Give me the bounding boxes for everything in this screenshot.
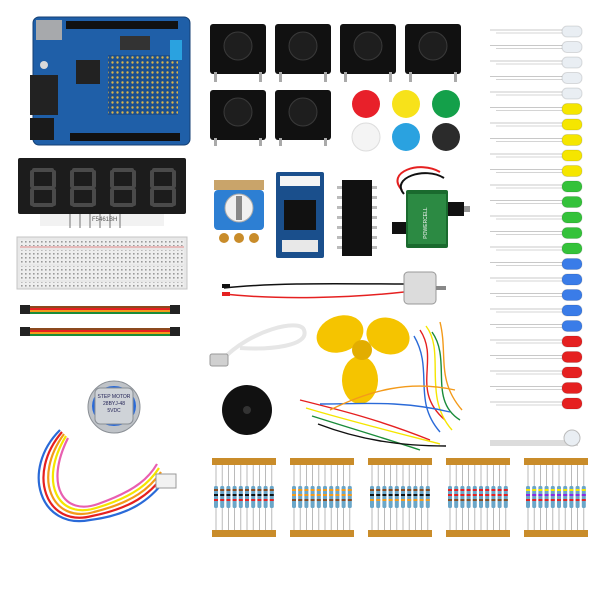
led-green — [490, 227, 583, 239]
resistor-strip — [212, 458, 276, 537]
fan-blade — [316, 315, 410, 404]
white-cap — [351, 122, 381, 152]
led-clear — [490, 56, 583, 69]
resistor-strips — [212, 458, 588, 537]
tact-switch — [275, 90, 331, 146]
led-yellow — [490, 103, 583, 115]
led-clear — [490, 25, 583, 38]
resistor-strip — [368, 458, 432, 537]
potentiometer — [214, 180, 264, 243]
yellow-cap — [392, 90, 420, 118]
seven-segment-display: F5461BH — [18, 158, 186, 228]
led-column — [490, 25, 583, 447]
tact-switch — [405, 24, 461, 82]
led-red — [490, 366, 583, 379]
led-clear — [490, 41, 583, 53]
led-yellow — [490, 149, 583, 162]
led-yellow — [490, 134, 583, 146]
stepper-motor: STEP MOTOR 28BYJ-48 5VDC — [37, 380, 177, 523]
led-yellow — [490, 118, 583, 131]
breadboard — [16, 236, 188, 290]
usb-cable — [209, 323, 307, 367]
led-red — [490, 382, 583, 394]
dc-motor — [222, 271, 446, 305]
black-cap — [432, 123, 460, 151]
display-part-number: F5461BH — [92, 217, 117, 223]
uno-board — [30, 16, 191, 146]
stepper-label-2: 28BYJ-48 — [103, 401, 125, 407]
led-red — [490, 397, 583, 410]
tact-switch — [210, 24, 266, 82]
tact-switch — [275, 24, 331, 82]
led-green — [490, 242, 583, 255]
resistor-strip — [290, 458, 354, 537]
driver-module — [276, 172, 324, 258]
blue-cap — [392, 123, 420, 151]
resistor-strip — [446, 458, 510, 537]
tact-switch — [210, 90, 266, 146]
tact-switch — [340, 24, 396, 82]
led-blue — [490, 273, 583, 286]
red-cap — [352, 90, 380, 118]
led-red — [490, 351, 583, 363]
resistor-strip — [524, 458, 588, 537]
stepper-label-3: 5VDC — [107, 408, 121, 414]
tact-switches — [210, 24, 461, 146]
buzzer — [222, 385, 272, 435]
ic-chip — [337, 180, 377, 256]
jumper-wires — [299, 321, 463, 451]
led-green — [490, 180, 583, 193]
led-green — [490, 211, 583, 224]
green-cap — [432, 90, 460, 118]
battery-brand: POWERCELL — [423, 207, 429, 239]
button-caps — [351, 90, 460, 152]
led-blue — [490, 304, 583, 317]
ribbon-cables — [20, 305, 180, 336]
battery-clip: POWERCELL — [392, 166, 470, 248]
led-blue — [490, 320, 583, 332]
led-green — [490, 196, 583, 208]
led-clear — [490, 87, 583, 100]
led-clear — [490, 72, 583, 84]
stepper-label-1: STEP MOTOR — [98, 394, 131, 400]
led-red — [490, 335, 583, 348]
led-yellow — [490, 165, 583, 177]
led-blue — [490, 258, 583, 270]
led-blue — [490, 289, 583, 301]
